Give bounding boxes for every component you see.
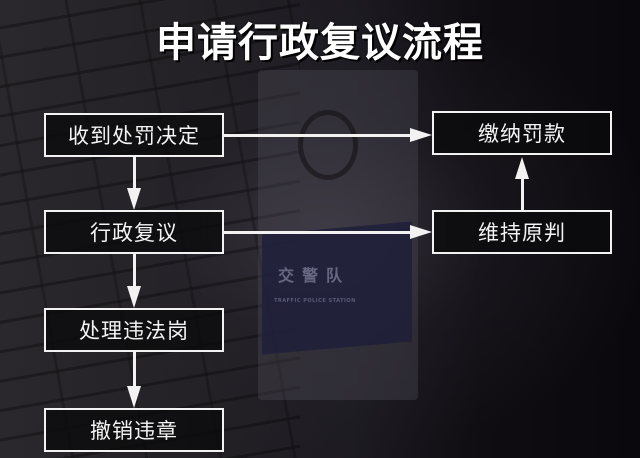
arrowhead-right-icon	[410, 225, 432, 239]
plaque-subtext: TRAFFIC POLICE STATION	[274, 298, 356, 304]
node-admin-review: 行政复议	[44, 210, 224, 254]
station-plaque	[262, 221, 412, 355]
plaque-text: 交警队	[278, 266, 351, 285]
arrow-line-handle-to-revoke	[133, 352, 136, 386]
arrowhead-down-icon	[127, 386, 141, 408]
node-receive-decision: 收到处罚决定	[44, 113, 224, 157]
page-title: 申请行政复议流程	[156, 20, 484, 66]
node-uphold-original: 维持原判	[432, 210, 612, 254]
arrowhead-down-icon	[127, 188, 141, 210]
node-handle-officer: 处理违法岗	[44, 308, 224, 352]
node-revoke-violation: 撤销违章	[44, 408, 224, 452]
arrow-line-review-to-uphold	[224, 231, 412, 234]
arrowhead-up-icon	[515, 157, 529, 179]
arrowhead-down-icon	[127, 286, 141, 308]
arrow-line-uphold-to-pay	[521, 175, 524, 210]
arrow-line-receive-to-pay	[224, 134, 412, 137]
arrowhead-right-icon	[410, 128, 432, 142]
arrow-line-receive-to-review	[133, 157, 136, 190]
arrow-line-review-to-handle	[133, 254, 136, 287]
police-emblem-icon	[298, 110, 358, 180]
node-pay-fine: 缴纳罚款	[432, 111, 612, 155]
